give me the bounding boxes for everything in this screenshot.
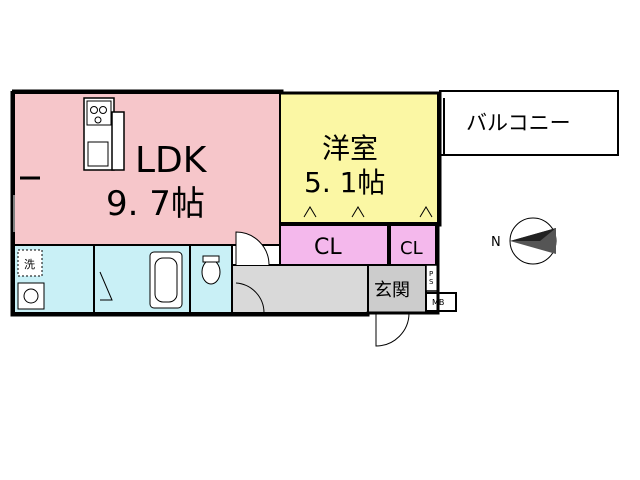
balcony-label: バルコニー <box>466 111 571 135</box>
western-size: 5. 1帖 <box>304 166 385 199</box>
kitchen-counter <box>83 97 125 171</box>
ldk-size: 9. 7帖 <box>106 184 205 224</box>
meter-box <box>425 292 457 312</box>
ldk-door-swing <box>235 231 270 266</box>
wash-basin <box>17 282 45 310</box>
closet-small-label: CL <box>400 238 423 259</box>
ldk-room <box>13 92 281 246</box>
bathtub <box>149 251 183 309</box>
closet-large <box>279 224 389 266</box>
washer-label: 洗 <box>24 258 35 271</box>
toilet <box>201 255 221 285</box>
ldk-label: LDK <box>135 140 208 181</box>
compass-label: N <box>491 235 501 250</box>
closet-small <box>389 224 437 266</box>
outer-wall <box>10 89 442 317</box>
entrance <box>367 264 427 314</box>
compass <box>509 217 557 265</box>
balcony <box>439 90 619 156</box>
western-label: 洋室 <box>322 132 378 165</box>
entrance-door-swing <box>375 312 410 347</box>
washer-space <box>17 249 43 277</box>
entrance-label: 玄関 <box>374 280 410 301</box>
closet-door-marks <box>303 206 433 218</box>
closet-large-label: CL <box>314 235 342 260</box>
wet-door-swing <box>235 282 265 314</box>
